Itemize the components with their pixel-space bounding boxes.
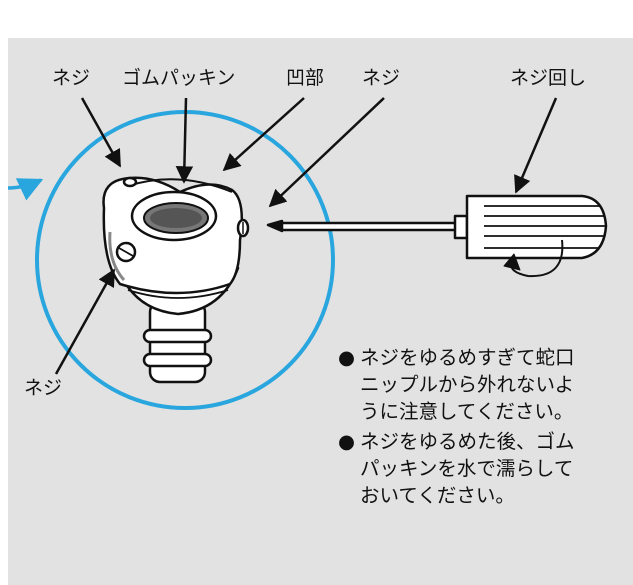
leader-screwdriver [514,97,558,194]
note-1-line-1: ネジをゆるめすぎて蛇口 [360,346,575,369]
leader-rubber-packing [175,97,194,184]
bullet-icon: ● [338,346,356,369]
label-screw-top-left: ネジ [52,67,91,89]
leader-recess [222,97,305,172]
leader-screw-bottom-left [54,268,116,375]
note-1-line-2: ニップルから外れないよ [360,373,575,396]
note-2-line-1: ネジをゆるめた後、ゴム [360,430,575,453]
note-2-line-2: パッキンを水で濡らして [360,457,574,480]
screwdriver [266,194,608,278]
note-1-line-3: うに注意してください。 [360,400,574,423]
label-screw-bottom-left: ネジ [24,377,63,399]
leader-screw-right [268,97,385,208]
magnify-pointer-arrow [7,178,44,201]
label-rubber-packing: ゴムパッキン [122,67,236,89]
leader-lines [54,97,558,375]
bullet-icon: ● [338,430,356,453]
note-2-line-3: おいてください。 [360,484,515,507]
label-recess: 凹部 [286,67,325,89]
note-1: ●ネジをゆるめすぎて蛇口 ニップルから外れないよ うに注意してください。 [338,344,630,425]
leader-screw-top-left [80,97,122,168]
note-2: ●ネジをゆるめた後、ゴム パッキンを水で濡らして おいてください。 [338,428,630,509]
label-screwdriver: ネジ回し [510,67,587,89]
label-screw-top-right: ネジ [362,67,401,89]
coupling-part [102,176,250,384]
